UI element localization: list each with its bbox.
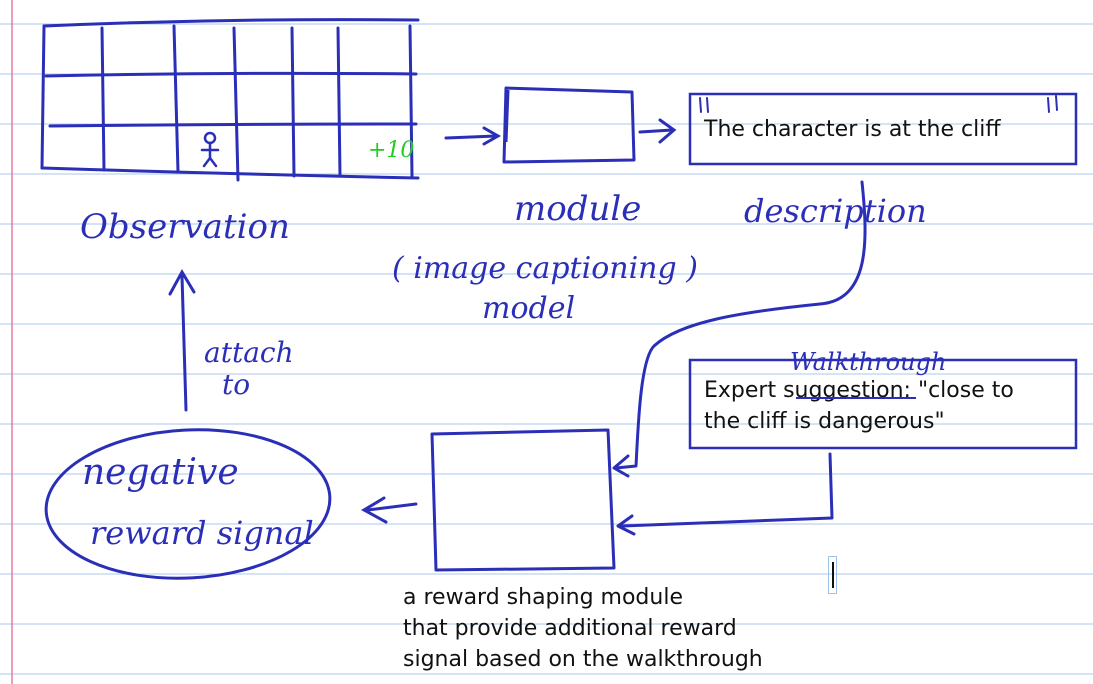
attach-to-line2: to (222, 368, 250, 401)
footer-line2: that provide additional reward (403, 616, 737, 641)
caption-box (688, 92, 1078, 166)
character-figure-icon (200, 131, 220, 168)
reward-shaping-module-box (430, 428, 616, 572)
reward-plus-ten-label: +10 (368, 138, 414, 163)
negative-reward-ellipse (44, 428, 332, 580)
arrow-grid-to-module (444, 126, 502, 146)
description-label: description (744, 192, 927, 230)
reward-shaping-description: a reward shaping module that provide add… (403, 582, 763, 675)
grid-world (40, 18, 420, 182)
expert-suggestion-line2: the cliff is dangerous" (704, 409, 945, 434)
quote-marks (699, 95, 1058, 113)
walkthrough-label: Walkthrough (790, 348, 946, 376)
footer-line1: a reward shaping module (403, 585, 683, 610)
observation-label: Observation (80, 207, 290, 247)
captioning-module-box (502, 86, 636, 164)
negative-reward-line1: negative (82, 452, 239, 493)
arrow-expert-to-reward-module (616, 452, 834, 536)
module-caption-line2: model (482, 291, 575, 326)
attach-to-line1: attach (204, 336, 294, 369)
module-label: module (514, 189, 641, 229)
expert-suggestion-box (688, 358, 1078, 450)
negative-reward-line2: reward signal (90, 514, 314, 552)
caption-box-text: The character is at the cliff (703, 117, 1001, 142)
arrow-module-to-negative (360, 496, 418, 524)
footer-line3: signal based on the walkthrough (403, 647, 763, 672)
arrow-module-to-caption (638, 118, 677, 144)
arrow-description-to-reward-module (612, 180, 867, 478)
text-cursor[interactable] (828, 556, 837, 594)
arrow-attach-to (168, 268, 196, 412)
expert-suggestion-line1: Expert suggestion: "close to (704, 378, 1014, 403)
module-caption-line1: ( image captioning ) (392, 251, 698, 286)
